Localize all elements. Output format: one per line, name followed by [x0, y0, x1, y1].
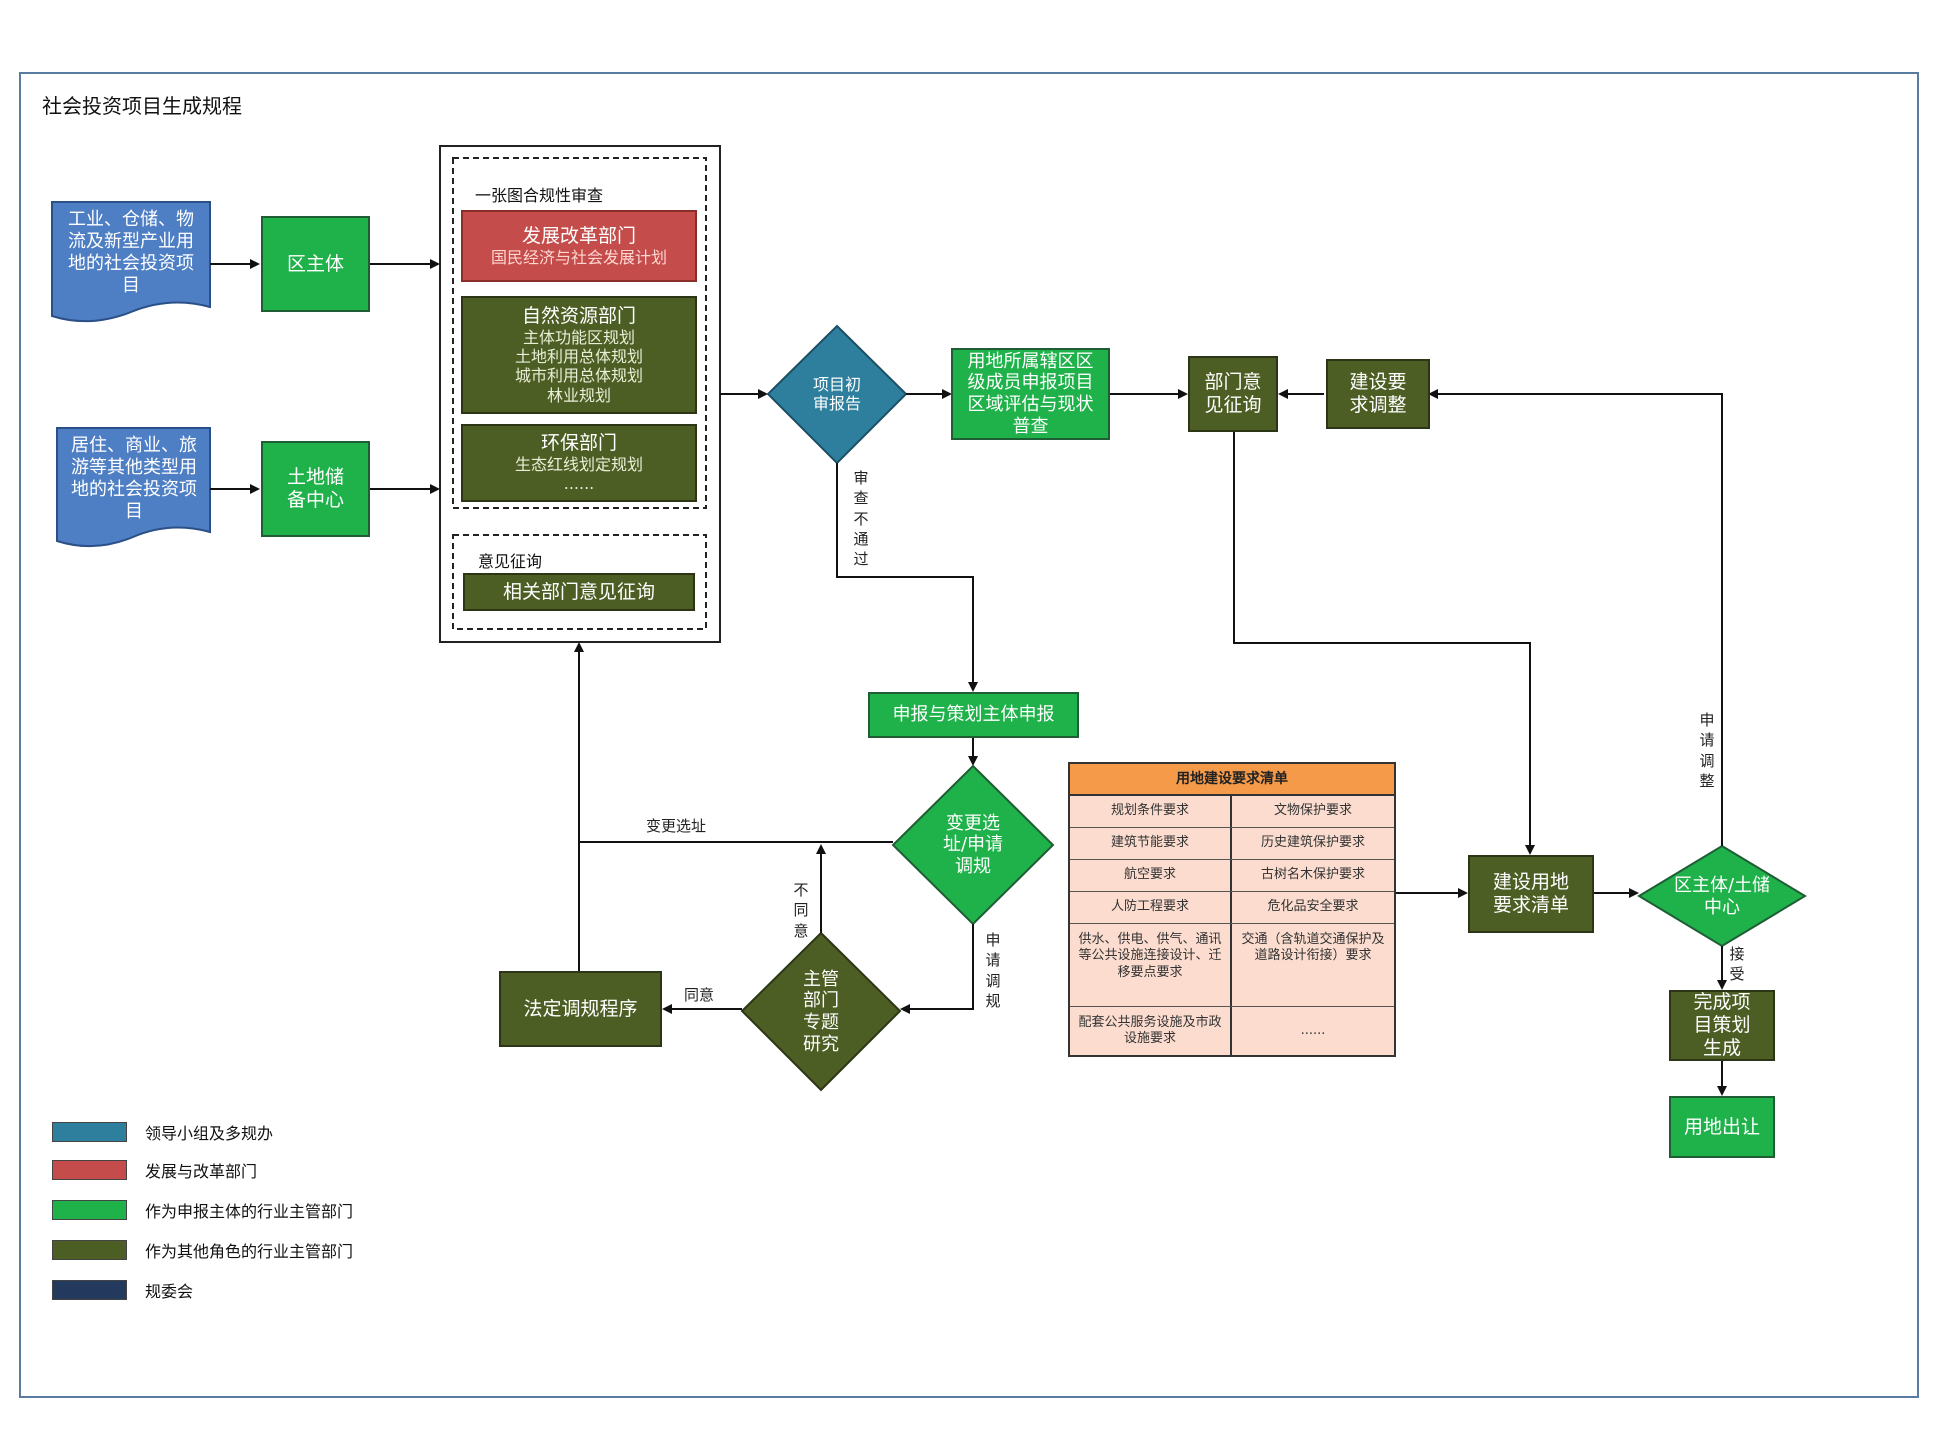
- compliance-dashed-box: [452, 157, 707, 509]
- node-label: 部门意见征询: [1204, 371, 1262, 416]
- env-sub-2: ......: [563, 474, 595, 494]
- edge-opinion-list: [1233, 432, 1535, 855]
- edge-reviewfail-declare: [836, 463, 978, 692]
- label-apply-adjust: 申请调规: [985, 931, 1001, 1010]
- node-land-transfer: 用地出让: [1669, 1096, 1775, 1158]
- legend-label: 作为申报主体的行业主管部门: [145, 1202, 354, 1221]
- node-label: 区主体: [286, 252, 344, 275]
- node-label: 完成项目策划生成: [1693, 991, 1751, 1059]
- env-title: 环保部门: [540, 432, 617, 455]
- table-row: 人防工程要求 危化品安全要求: [1070, 892, 1394, 924]
- label-apply-adjust-2: 申请调整: [1699, 711, 1715, 790]
- natural-res-sub-3: 城市利用总体规划: [514, 366, 643, 386]
- table-cell: 人防工程要求: [1070, 892, 1232, 923]
- dept-study-diamond: [740, 931, 902, 1092]
- legend-label: 规委会: [145, 1282, 194, 1301]
- legend-swatch: [52, 1200, 127, 1220]
- table-row: 配套公共服务设施及市政设施要求 ......: [1070, 1007, 1394, 1055]
- node-land-reserve: 土地储备中心: [261, 441, 370, 537]
- table-cell: 历史建筑保护要求: [1260, 835, 1365, 851]
- legend-swatch: [52, 1240, 127, 1260]
- node-label: 相关部门意见征询: [502, 580, 655, 603]
- label-change-site: 变更选址: [646, 817, 707, 835]
- label-agree: 同意: [684, 986, 715, 1004]
- node-adjust-requirements: 建设要求调整: [1326, 359, 1430, 429]
- diagram-frame: [19, 72, 1919, 1398]
- env-sub-1: 生态红线划定规划: [514, 455, 643, 475]
- node-label: 用地出让: [1683, 1115, 1760, 1138]
- dev-reform-sub: 国民经济与社会发展计划: [490, 247, 667, 267]
- group-title-compliance: 一张图合规性审查: [475, 186, 604, 205]
- node-plan-complete: 完成项目策划生成: [1669, 990, 1775, 1061]
- natural-res-sub-4: 林业规划: [546, 385, 611, 405]
- node-district-subject: 区主体: [261, 216, 370, 312]
- node-declare-subject: 申报与策划主体申报: [868, 692, 1079, 738]
- node-natural-resources: 自然资源部门 主体功能区规划 土地利用总体规划 城市利用总体规划 林业规划: [461, 296, 697, 414]
- doc-shape-industrial: [51, 201, 211, 323]
- table-cell: 交通（含轨道交通保护及道路设计衔接）要求: [1241, 932, 1385, 964]
- change-site-label: 变更选址/申请调规: [942, 812, 1004, 877]
- legend-swatch: [52, 1280, 127, 1300]
- legend-label: 作为其他角色的行业主管部门: [145, 1242, 354, 1261]
- table-cell: 配套公共服务设施及市政设施要求: [1070, 1007, 1232, 1055]
- diagram-title: 社会投资项目生成规程: [42, 94, 242, 118]
- label-review-fail: 审查不通过: [853, 469, 869, 568]
- table-cell: ......: [1300, 1022, 1326, 1038]
- legend-swatch: [52, 1160, 127, 1180]
- node-land-requirement-list: 建设用地要求清单: [1468, 855, 1594, 933]
- node-label: 土地储备中心: [286, 466, 344, 511]
- table-cell: 规划条件要求: [1070, 796, 1232, 827]
- table-cell: 建筑节能要求: [1070, 828, 1232, 859]
- opinion-dashed-box: [452, 534, 707, 630]
- node-label: 申报与策划主体申报: [892, 704, 1055, 726]
- label-disagree: 不同意: [793, 881, 809, 940]
- node-label: 用地所属辖区区级成员申报项目区域评估与现状普查: [967, 350, 1094, 437]
- dev-reform-title: 发展改革部门: [521, 225, 636, 247]
- legend-item-dev-reform: 发展与改革部门: [52, 1158, 257, 1182]
- table-cell: 危化品安全要求: [1267, 899, 1359, 915]
- natural-res-sub-1: 主体功能区规划: [522, 328, 635, 348]
- legend-item-other-dept: 作为其他角色的行业主管部门: [52, 1238, 353, 1262]
- node-environment: 环保部门 生态红线划定规划 ......: [461, 424, 697, 502]
- dept-study-label: 主管部门专题研究: [803, 968, 839, 1055]
- district-center-label: 区主体/土储中心: [1673, 875, 1771, 918]
- node-dept-opinion: 部门意见征询: [1188, 356, 1278, 432]
- edge-change-study: [900, 924, 974, 1014]
- node-legal-procedure: 法定调规程序: [499, 971, 662, 1047]
- node-related-dept: 相关部门意见征询: [463, 573, 695, 611]
- legend-item-planning-committee: 规委会: [52, 1278, 193, 1302]
- natural-res-title: 自然资源部门: [521, 305, 636, 328]
- legend-label: 领导小组及多规办: [145, 1124, 274, 1143]
- table-row: 规划条件要求 文物保护要求: [1070, 796, 1394, 828]
- initial-review-label: 项目初审报告: [812, 374, 861, 413]
- table-cell: 文物保护要求: [1273, 803, 1352, 819]
- table-row: 建筑节能要求 历史建筑保护要求: [1070, 828, 1394, 860]
- doc-shape-residential: [56, 427, 211, 548]
- legend-item-declare-dept: 作为申报主体的行业主管部门: [52, 1198, 353, 1222]
- node-label: 建设用地要求清单: [1492, 871, 1569, 916]
- table-cell: 供水、供电、供气、通讯等公共设施连接设计、迁移要点要求: [1070, 924, 1232, 1006]
- node-label: 建设要求调整: [1349, 371, 1407, 416]
- node-label: 法定调规程序: [523, 997, 638, 1020]
- table-cell: 航空要求: [1070, 860, 1232, 891]
- table-cell: 古树名木保护要求: [1260, 867, 1365, 883]
- doc-industrial-projects: 工业、仓储、物流及新型产业用地的社会投资项目: [68, 209, 194, 296]
- group-title-opinion: 意见征询: [478, 552, 543, 571]
- table-row: 航空要求 古树名木保护要求: [1070, 860, 1394, 892]
- land-requirements-table: 用地建设要求清单 规划条件要求 文物保护要求 建筑节能要求 历史建筑保护要求 航…: [1068, 762, 1396, 1057]
- legend-label: 发展与改革部门: [145, 1162, 258, 1181]
- edge-center-adjust: [1428, 389, 1723, 846]
- node-dev-reform: 发展改革部门 国民经济与社会发展计划: [461, 210, 697, 282]
- doc-residential-projects: 居住、商业、旅游等其他类型用地的社会投资项目: [71, 435, 197, 522]
- natural-res-sub-2: 土地利用总体规划: [514, 347, 643, 367]
- legend-swatch: [52, 1122, 127, 1142]
- label-accept: 接受: [1729, 945, 1745, 984]
- table-row: 供水、供电、供气、通讯等公共设施连接设计、迁移要点要求 交通（含轨道交通保护及道…: [1070, 924, 1394, 1007]
- table-title: 用地建设要求清单: [1070, 764, 1394, 796]
- edge-change-legal: [578, 812, 893, 843]
- node-district-report: 用地所属辖区区级成员申报项目区域评估与现状普查: [951, 348, 1110, 440]
- legend-item-leadership: 领导小组及多规办: [52, 1120, 273, 1144]
